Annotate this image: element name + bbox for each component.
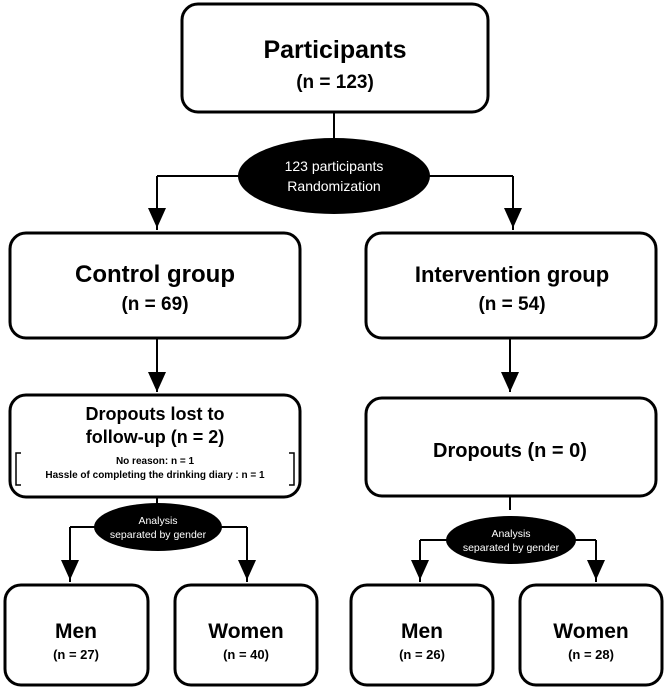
arrowhead-intervention <box>504 208 522 228</box>
control-analysis-line2: separated by gender <box>110 529 207 541</box>
arrowhead-control-dropouts <box>148 372 166 392</box>
control-men-count: (n = 27) <box>53 647 99 662</box>
intervention-dropouts-node: Dropouts (n = 0) <box>364 396 658 498</box>
control-group-node: Control group (n = 69) <box>8 231 302 340</box>
randomization-ellipse <box>238 138 430 214</box>
intervention-group-count: (n = 54) <box>478 294 545 315</box>
connectors <box>61 112 605 582</box>
intervention-dropouts-box <box>364 396 658 498</box>
intervention-group-node: Intervention group (n = 54) <box>364 231 658 340</box>
control-men-box <box>3 583 150 687</box>
control-dropouts-line2: follow-up (n = 2) <box>86 427 224 447</box>
intervention-analysis-node: Analysis separated by gender <box>446 516 576 564</box>
intervention-dropouts-label: Dropouts (n = 0) <box>433 440 587 462</box>
participants-box <box>180 2 490 114</box>
reason-bracket-left <box>15 452 21 486</box>
intervention-group-title: Intervention group <box>415 262 609 287</box>
intervention-men-box <box>349 583 495 687</box>
arrowhead-control-women <box>238 560 256 580</box>
intervention-men-title: Men <box>401 620 443 643</box>
control-dropout-reason-2: Hassle of completing the drinking diary … <box>45 470 265 481</box>
reason-bracket-right <box>289 452 295 486</box>
arrowhead-intervention-men <box>411 560 429 580</box>
control-analysis-node: Analysis separated by gender <box>94 503 222 551</box>
control-women-count: (n = 40) <box>223 647 269 662</box>
control-dropouts-line1: Dropouts lost to <box>86 404 225 424</box>
control-men-title: Men <box>55 620 97 643</box>
control-women-title: Women <box>208 620 283 643</box>
participants-title: Participants <box>263 36 406 64</box>
randomization-node: 123 participants Randomization <box>238 138 430 214</box>
intervention-analysis-line2: separated by gender <box>463 542 560 554</box>
randomization-line2: Randomization <box>287 178 380 194</box>
control-dropouts-node: Dropouts lost to follow-up (n = 2) No re… <box>8 393 302 499</box>
randomization-line1: 123 participants <box>285 158 384 174</box>
control-analysis-ellipse <box>94 503 222 551</box>
control-men-node: Men (n = 27) <box>3 583 150 687</box>
intervention-men-count: (n = 26) <box>399 647 445 662</box>
control-women-node: Women (n = 40) <box>173 583 319 687</box>
control-group-count: (n = 69) <box>121 294 188 315</box>
intervention-analysis-ellipse <box>446 516 576 564</box>
control-dropout-reason-1: No reason: n = 1 <box>116 456 195 467</box>
intervention-group-box <box>364 231 658 340</box>
intervention-women-box <box>518 583 664 687</box>
intervention-women-title: Women <box>553 620 628 643</box>
intervention-women-node: Women (n = 28) <box>518 583 664 687</box>
intervention-men-node: Men (n = 26) <box>349 583 495 687</box>
control-women-box <box>173 583 319 687</box>
participants-node: Participants (n = 123) <box>180 2 490 114</box>
participants-count: (n = 123) <box>296 72 374 93</box>
arrowhead-intervention-dropouts <box>501 372 519 392</box>
control-analysis-line1: Analysis <box>138 515 177 527</box>
intervention-women-count: (n = 28) <box>568 647 614 662</box>
intervention-analysis-line1: Analysis <box>491 528 530 540</box>
arrowhead-intervention-women <box>587 560 605 580</box>
control-group-box <box>8 231 302 340</box>
arrowhead-control-men <box>61 560 79 580</box>
arrowhead-control <box>148 208 166 228</box>
control-dropouts-box <box>8 393 302 499</box>
control-group-title: Control group <box>75 261 235 288</box>
